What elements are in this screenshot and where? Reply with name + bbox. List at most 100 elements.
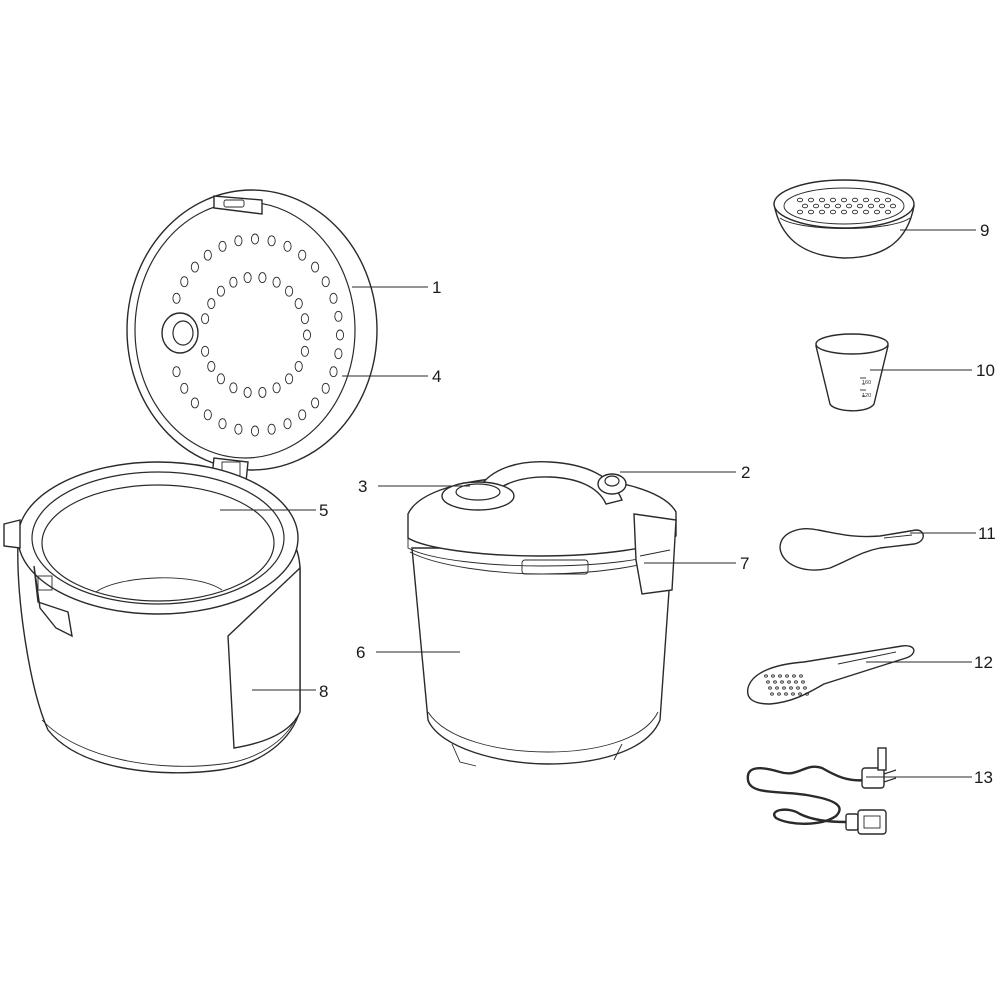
perforation-hole	[190, 397, 199, 409]
perforation-hole	[867, 203, 875, 209]
callout-6: 6	[356, 643, 365, 662]
perforation-hole	[773, 680, 777, 684]
perforation-hole	[796, 686, 800, 690]
perforation-hole	[782, 686, 786, 690]
perforation-hole	[234, 423, 243, 435]
perforation-hole	[321, 382, 330, 394]
cup-mark-120: 120	[862, 393, 871, 399]
perforation-hole	[216, 285, 225, 297]
perforation-hole	[862, 209, 870, 215]
slotted-ladle	[746, 645, 915, 705]
callout-11: 11	[978, 524, 996, 543]
callout-5: 5	[319, 501, 328, 520]
perforation-hole	[780, 680, 784, 684]
closed-cooker-body	[411, 547, 673, 765]
perforation-hole	[311, 397, 320, 409]
perforation-hole	[218, 240, 227, 252]
perforation-hole	[851, 197, 859, 203]
perforation-hole	[180, 382, 189, 394]
control-panel-strip	[227, 566, 301, 749]
callout-1: 1	[432, 278, 441, 297]
perforation-hole	[878, 203, 886, 209]
perforation-hole	[243, 386, 252, 398]
callout-9: 9	[980, 221, 989, 240]
perforation-hole	[784, 692, 788, 696]
steamer-basket	[773, 179, 915, 259]
ladle-slots	[764, 674, 809, 696]
perforation-hole	[884, 197, 892, 203]
perforation-hole	[775, 686, 779, 690]
perforation-hole	[203, 409, 212, 421]
perforation-hole	[851, 209, 859, 215]
perforation-hole	[300, 313, 309, 325]
perforation-hole	[798, 692, 802, 696]
perforation-hole	[203, 249, 212, 261]
callout-3: 3	[358, 477, 367, 496]
perforation-hole	[829, 209, 837, 215]
perforation-hole	[335, 329, 345, 341]
lid-latch-tab	[213, 195, 263, 215]
callout-13: 13	[974, 768, 993, 787]
perforation-hole	[283, 240, 292, 252]
steamer-holes	[796, 197, 897, 215]
perforation-hole	[768, 686, 772, 690]
perforation-hole	[770, 692, 774, 696]
perforation-hole	[764, 674, 768, 678]
perforation-hole	[172, 292, 181, 304]
perforation-hole	[834, 203, 842, 209]
perforation-hole	[845, 203, 853, 209]
callouts: 1 2 3 4 5 6 7 8 9 10 11 12 13	[220, 221, 996, 787]
perforation-hole	[229, 276, 238, 288]
perforation-hole	[298, 249, 307, 261]
perforation-hole	[302, 329, 312, 341]
cooker-rim-inner	[31, 471, 285, 605]
inner-pot	[41, 484, 275, 602]
perforation-hole	[250, 233, 260, 245]
perforation-hole	[796, 197, 804, 203]
perforation-hole	[311, 261, 320, 273]
perforation-hole	[777, 692, 781, 696]
perforation-hole	[884, 209, 892, 215]
perforation-hole	[285, 285, 294, 297]
perforation-hole	[829, 197, 837, 203]
perforation-hole	[300, 345, 309, 357]
perforation-hole	[207, 298, 216, 310]
perforation-hole	[805, 692, 809, 696]
perforation-hole	[862, 197, 870, 203]
perforation-hole	[840, 209, 848, 215]
perforation-hole	[803, 686, 807, 690]
perforation-hole	[234, 235, 243, 247]
perforation-hole	[823, 203, 831, 209]
perforation-hole	[873, 209, 881, 215]
perforation-hole	[818, 197, 826, 203]
callout-4: 4	[432, 367, 441, 386]
pressure-release-button	[597, 473, 627, 495]
measuring-cup: 160 120	[815, 333, 889, 412]
perforation-hole	[856, 203, 864, 209]
perforation-hole	[807, 197, 815, 203]
perforation-hole	[818, 209, 826, 215]
perforation-hole	[243, 272, 252, 284]
perforation-hole	[791, 692, 795, 696]
lid-release-latch	[633, 513, 677, 595]
perforation-hole	[267, 423, 276, 435]
callout-12: 12	[974, 653, 993, 672]
perforation-hole	[267, 235, 276, 247]
perforation-hole	[285, 373, 294, 385]
cooker-side-handle	[3, 519, 21, 549]
perforation-hole	[218, 418, 227, 430]
perforation-hole	[201, 313, 210, 325]
cooker-front-latch	[33, 565, 73, 638]
steam-vent-knob	[441, 481, 515, 511]
perforation-hole	[794, 680, 798, 684]
perforation-hole	[807, 209, 815, 215]
perforation-hole	[250, 425, 260, 437]
perforation-hole	[229, 382, 238, 394]
perforation-hole	[272, 382, 281, 394]
perforation-hole	[771, 674, 775, 678]
perforation-hole	[889, 203, 897, 209]
perforation-hole	[207, 360, 216, 372]
perforation-hole	[792, 674, 796, 678]
perforation-hole	[258, 386, 267, 398]
